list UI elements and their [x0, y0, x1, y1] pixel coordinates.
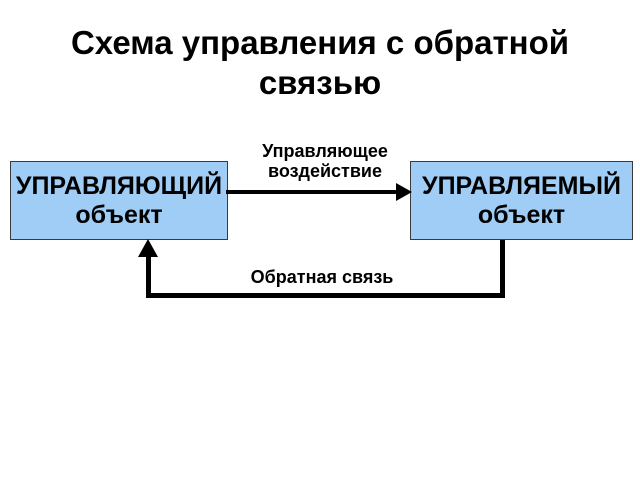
feedback-label: Обратная связь: [250, 267, 394, 287]
feedback-line-down: [500, 240, 505, 298]
controlled-box-subname: объект: [477, 200, 566, 229]
controller-box-name: УПРАВЛЯЮЩИЙ: [15, 171, 223, 200]
controller-box-subname: объект: [75, 200, 163, 229]
slide-title-line1: Схема управления с обратной: [70, 24, 570, 61]
controller-box: УПРАВЛЯЮЩИЙ объект: [10, 161, 228, 240]
control-arrow-label: Управляющее воздействие: [262, 141, 388, 181]
feedback-arrowhead: [138, 239, 158, 257]
controlled-box-name: УПРАВЛЯЕМЫЙ: [422, 171, 621, 200]
feedback-line-bottom: [146, 293, 505, 298]
control-arrowhead: [396, 183, 412, 201]
control-arrow-line: [226, 190, 398, 194]
slide-title: Схема управления с обратной связью: [0, 23, 640, 103]
controlled-box: УПРАВЛЯЕМЫЙ объект: [410, 161, 633, 240]
feedback-line-up: [146, 255, 151, 298]
slide-title-line2: связью: [258, 64, 382, 101]
